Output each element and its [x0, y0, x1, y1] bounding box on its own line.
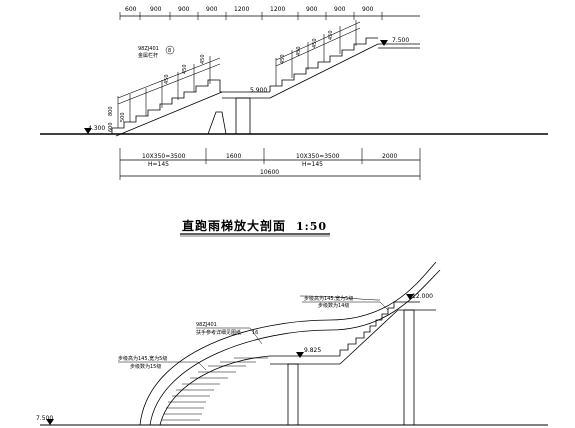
- rail-dim-2: 450: [200, 54, 206, 64]
- level-top-b: 12.000: [412, 293, 433, 300]
- top-dim-2: 900: [178, 6, 190, 13]
- level-left: 4.300: [88, 125, 105, 132]
- bot-dim-3: 2000: [382, 153, 397, 160]
- top-dim-6: 900: [306, 6, 318, 13]
- bot-dim-0: 10X350=3500: [142, 153, 186, 160]
- bot-dim-2: 10X350=3500: [296, 153, 340, 160]
- bot-dim-1: 1600: [226, 153, 241, 160]
- rail-dim-6: 450: [328, 30, 334, 40]
- bot-sub-1: H=145: [302, 161, 323, 168]
- rail-dim-0: 450: [164, 74, 170, 84]
- rail-dim-4: 450: [296, 46, 302, 56]
- note-lower-2: 步级数为15级: [130, 363, 161, 370]
- anno-text: 金属栏杆: [138, 52, 158, 59]
- rail-dims: 450 450 450 450 450 450 450 800 600 500: [108, 30, 334, 132]
- anno-text-b: 扶手参考详细见图纸: [196, 329, 241, 336]
- rail-low-1: 600: [108, 122, 114, 132]
- note-upper-1: 步级高为145,宽为5级: [304, 295, 353, 302]
- note-upper-2: 步级数为14级: [318, 302, 349, 309]
- level-mid: 5.900: [250, 87, 267, 94]
- rail-dim-1: 450: [182, 64, 188, 74]
- rail-dim-5: 450: [312, 38, 318, 48]
- anno-ref: 98ZJ401: [138, 46, 159, 52]
- level-mid-b: 9.825: [304, 347, 321, 354]
- drawing-scale: 1:50: [296, 220, 327, 233]
- anno-ref-b: 98ZJ401: [196, 322, 217, 328]
- top-dim-3: 900: [206, 6, 218, 13]
- total-dim: 10600: [260, 169, 279, 176]
- level-right: 7.500: [392, 37, 409, 44]
- top-dim-4: 1200: [234, 6, 249, 13]
- drawing-title: 直跑雨梯放大剖面: [182, 218, 286, 233]
- top-dim-0: 600: [125, 6, 137, 13]
- bot-sub-0: H=145: [148, 161, 169, 168]
- level-low-b: 7.500: [36, 415, 53, 422]
- top-dim-8: 900: [362, 6, 374, 13]
- rail-dim-3: 450: [280, 54, 286, 64]
- note-lower-1: 步级高为145,宽为5级: [118, 355, 167, 362]
- rail-low-2: 500: [120, 112, 126, 122]
- top-dim-5: 1200: [270, 6, 285, 13]
- anno-ref-num: 8: [168, 48, 171, 54]
- anno-num-b: 16: [252, 330, 258, 336]
- top-dim-7: 900: [334, 6, 346, 13]
- top-dim-1: 900: [150, 6, 162, 13]
- anno-circle: [165, 45, 175, 55]
- rail-low-0: 800: [108, 106, 114, 116]
